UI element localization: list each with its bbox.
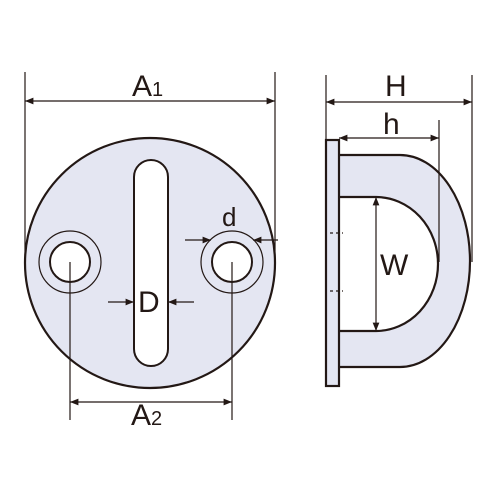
a2-dimension: A 2 (69, 262, 233, 432)
d-large-dimension: D (108, 286, 194, 319)
d-large-label: D (138, 286, 160, 319)
h-upper-dimension: H (325, 70, 473, 262)
side-plate (324, 138, 341, 388)
h-lower-label: h (383, 108, 400, 141)
a2-label: A (131, 399, 151, 432)
eye-loop (336, 153, 472, 369)
d-small-dimension: d (185, 202, 278, 244)
a2-subscript: 2 (151, 408, 162, 430)
a1-subscript: 1 (152, 79, 163, 101)
a1-label: A (132, 70, 152, 103)
side-view (324, 138, 472, 388)
w-label: W (380, 249, 409, 282)
d-small-label: d (222, 202, 236, 232)
h-lower-dimension: h (339, 108, 440, 262)
h-upper-label: H (385, 70, 407, 103)
center-slot (133, 159, 169, 367)
w-dimension: W (372, 197, 409, 331)
front-view (23, 136, 277, 390)
a1-dimension: A 1 (24, 70, 276, 262)
